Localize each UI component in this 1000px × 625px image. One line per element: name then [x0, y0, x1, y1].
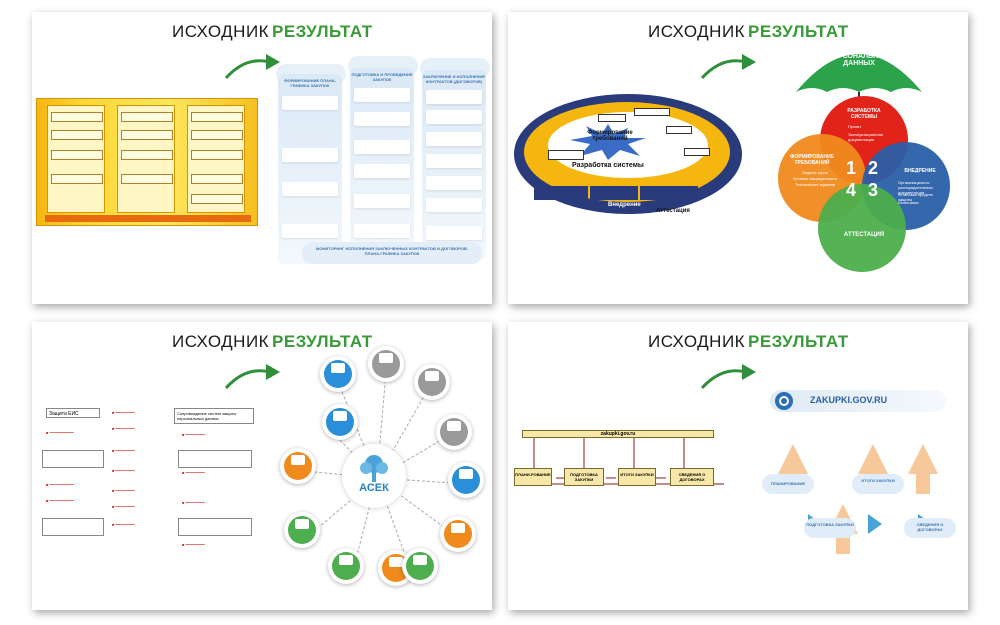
flow-box: ИТОГИ ЗАКУПКИ	[618, 468, 656, 486]
flow-box: СВЕДЕНИЯ О ДОГОВОРАХ	[670, 468, 714, 486]
zakupki-banner: ZAKUPKI.GOV.RU	[770, 390, 946, 412]
service-node	[284, 512, 320, 548]
curved-arrow-icon	[224, 364, 280, 390]
circle-attestation	[818, 184, 906, 272]
asek-hub: АСЕК	[342, 444, 406, 508]
result-heading: РЕЗУЛЬТАТ	[748, 22, 849, 41]
flow-box: ПЛАНИ-РОВАНИЕ	[514, 468, 552, 486]
source-card-pd: Сопровождение систем защиты персональных…	[174, 408, 254, 424]
development-label: Разработка системы	[572, 162, 644, 169]
source-heading: ИСХОДНИК	[172, 332, 270, 351]
circle-title: ФОРМИРОВАНИЕ ТРЕБОВАНИЙ	[790, 154, 834, 166]
result-column-contracts: ЗАКЛЮЧЕНИЕ И ИСПОЛНЕНИЕ КОНТРАКТОВ (ДОГО…	[422, 70, 486, 260]
circle-item: Эксплуатационная документация	[848, 132, 883, 142]
circle-item: Уровень защищенности	[792, 176, 838, 181]
formation-label: Формирование требований	[587, 130, 633, 142]
service-node	[328, 548, 364, 584]
hub-label: АСЕК	[359, 482, 389, 494]
curved-arrow-icon	[700, 364, 756, 390]
circle-item: Проект	[848, 124, 862, 129]
curved-arrow-icon	[700, 54, 756, 80]
circle-title: РАЗРАБОТКА СИСТЕМЫ	[847, 108, 881, 120]
service-node	[436, 414, 472, 450]
node-cloud: ИТОГИ ЗАКУПКИ	[852, 474, 904, 494]
zakupki-title: ZAKUPKI.GOV.RU	[810, 395, 888, 405]
tree-icon	[360, 455, 388, 482]
attestation-label: Аттестация	[656, 208, 690, 214]
result-heading: РЕЗУЛЬТАТ	[748, 332, 849, 351]
circle-item: Установка средств защиты	[898, 192, 933, 202]
panel-zakupki-flow: ИСХОДНИК РЕЗУЛЬТАТ zakupki.gov.ru ПЛАНИ-…	[508, 322, 968, 610]
circle-number: 2	[868, 158, 879, 178]
circle-number: 4	[846, 180, 857, 200]
result-monitoring-footer: МОНИТОРИНГ ИСПОЛНЕНИЯ ЗАКЛЮЧЕННЫХ КОНТРА…	[302, 242, 482, 264]
at-sign-icon	[775, 392, 793, 410]
circle-item: Организационно-распорядительная документ…	[898, 180, 933, 195]
node-cloud: ПОДГОТОВКА ЗАКУПКИ	[804, 518, 856, 538]
circle-item: Технические задания	[795, 182, 835, 187]
source-heading: ИСХОДНИК	[648, 22, 746, 41]
service-node	[440, 516, 476, 552]
service-node	[402, 548, 438, 584]
panel-personal-data-protection: ИСХОДНИК РЕЗУЛЬТАТ Формирование требован…	[508, 12, 968, 304]
circle-number: 3	[868, 180, 879, 200]
curved-arrow-icon	[224, 54, 280, 80]
source-heading: ИСХОДНИК	[172, 22, 270, 41]
source-portal-bar: zakupki.gov.ru	[522, 430, 714, 438]
flow-arrows	[778, 444, 938, 554]
starburst-icon	[570, 124, 646, 160]
circle-number: 1	[846, 158, 857, 178]
circle-item: Испытания	[898, 200, 919, 205]
result-heading: РЕЗУЛЬТАТ	[272, 22, 373, 41]
circle-title: АТТЕСТАЦИЯ	[843, 232, 885, 238]
service-node	[322, 404, 358, 440]
panel-procurement-scheme: ИСХОДНИК РЕЗУЛЬТАТ ФОРМИРОВА	[32, 12, 492, 304]
source-yellow-diagram	[36, 98, 258, 226]
panel-asek-services: ИСХОДНИК РЕЗУЛЬТАТ Защита ЕИС Сопровожде…	[32, 322, 492, 610]
service-node	[414, 364, 450, 400]
node-cloud: ПЛАНИРОВАНИЕ	[762, 474, 814, 494]
node-cloud: СВЕДЕНИЯ О ДОГОВОРАХ	[904, 518, 956, 538]
source-heading: ИСХОДНИК	[648, 332, 746, 351]
service-node	[280, 448, 316, 484]
column-title: ФОРМИРОВАНИЕ ПЛАНА-ГРАФИКА ЗАКУПОК	[284, 78, 336, 88]
service-node	[448, 462, 484, 498]
result-column-planning: ФОРМИРОВАНИЕ ПЛАНА-ГРАФИКА ЗАКУПОК	[278, 74, 342, 264]
umbrella-title: ЗАЩИТА ПЕРСОНАЛЬНЫХ ДАННЫХ	[828, 46, 890, 67]
service-node	[320, 356, 356, 392]
circle-item: Модель угроз	[802, 170, 828, 175]
flow-box: ПОДГОТОВКА ЗАКУПКИ	[564, 468, 604, 486]
column-title: ЗАКЛЮЧЕНИЕ И ИСПОЛНЕНИЕ КОНТРАКТОВ (ДОГО…	[422, 74, 486, 84]
column-title: ПОДГОТОВКА И ПРОВЕДЕНИЕ ЗАКУПОК	[351, 72, 413, 82]
source-card-eis: Защита ЕИС	[46, 408, 100, 418]
service-node	[368, 346, 404, 382]
circle-title: ВНЕДРЕНИЕ	[904, 168, 936, 174]
implementation-label: Внедрение	[608, 202, 641, 208]
result-heading: РЕЗУЛЬТАТ	[272, 332, 373, 351]
result-column-preparation: ПОДГОТОВКА И ПРОВЕДЕНИЕ ЗАКУПОК	[350, 68, 414, 258]
